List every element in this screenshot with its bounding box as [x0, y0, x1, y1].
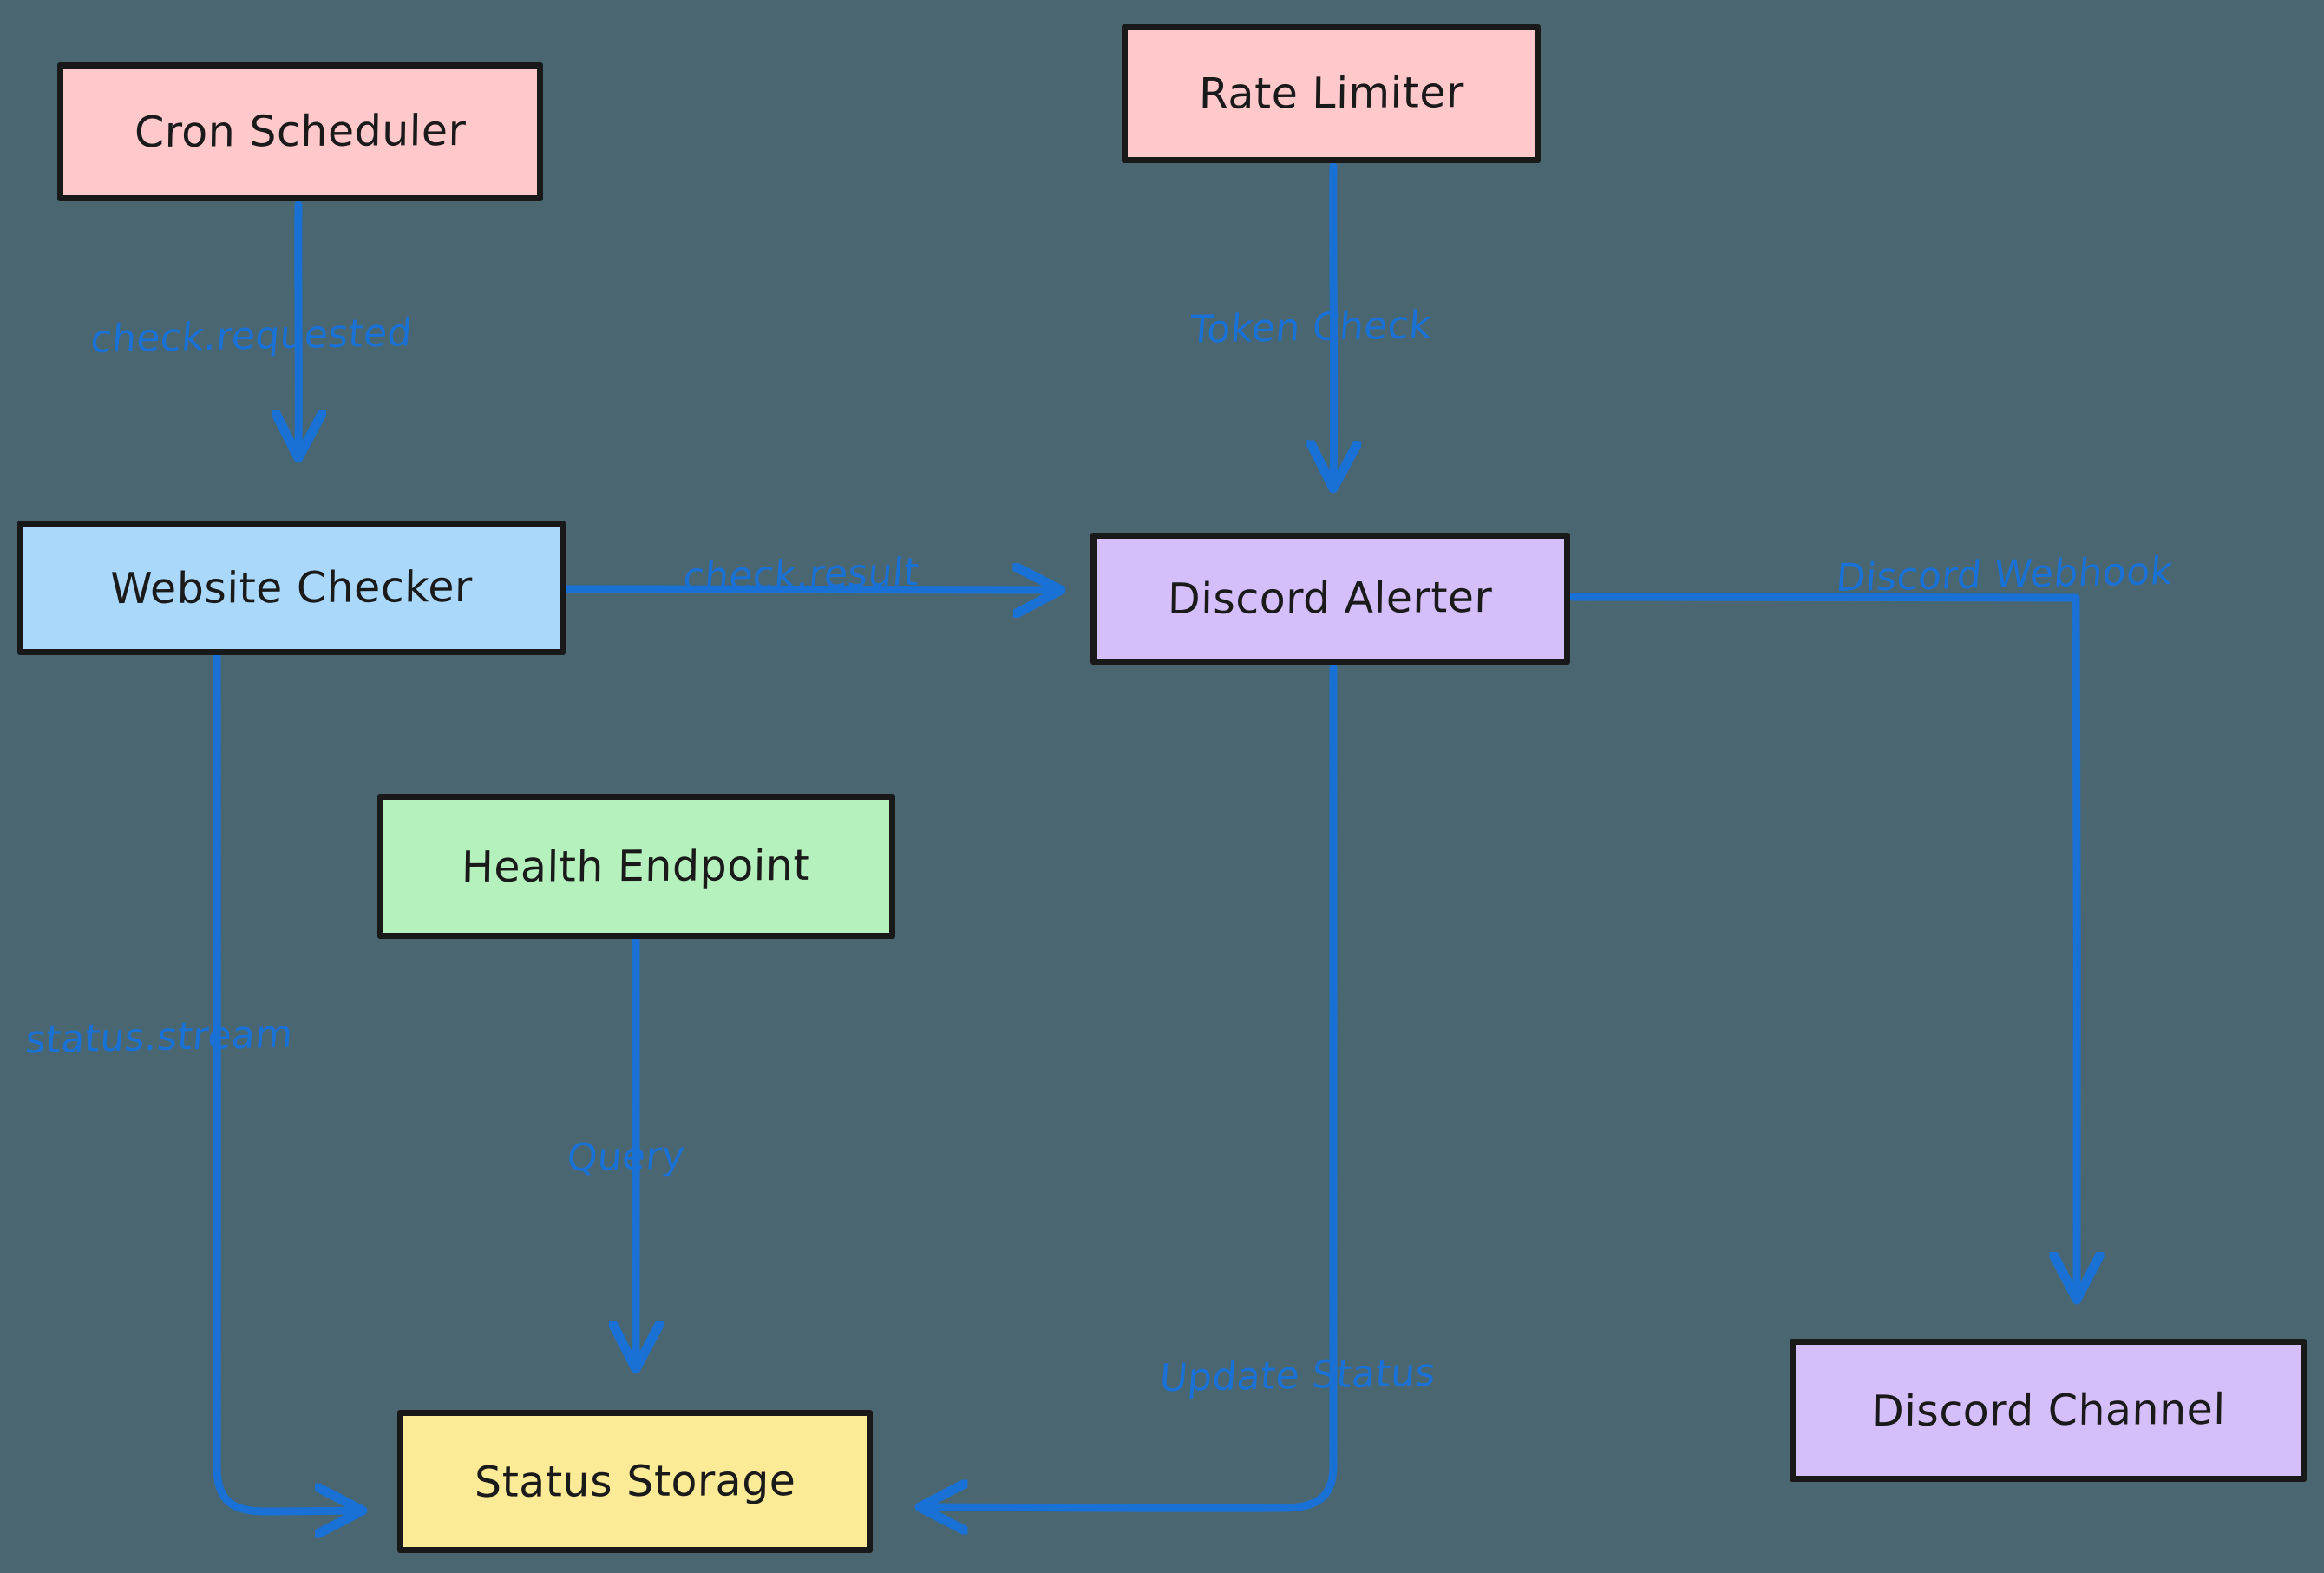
edge-label-token-check: Token Check: [1188, 303, 1434, 352]
node-label-discord-alerter: Discord Alerter: [1167, 573, 1494, 625]
node-cron-scheduler[interactable]: Cron Scheduler: [57, 62, 543, 201]
node-website-checker[interactable]: Website Checker: [17, 521, 566, 655]
edge-label-query: Query: [565, 1133, 687, 1181]
node-label-status-storage: Status Storage: [474, 1455, 796, 1507]
node-label-discord-channel: Discord Channel: [1870, 1384, 2226, 1436]
node-health-endpoint[interactable]: Health Endpoint: [377, 794, 895, 939]
node-discord-channel[interactable]: Discord Channel: [1790, 1339, 2307, 1482]
node-status-storage[interactable]: Status Storage: [397, 1410, 873, 1553]
edge-label-update-status: Update Status: [1157, 1350, 1437, 1401]
edge-label-status-stream: status.stream: [23, 1012, 295, 1063]
node-label-health-endpoint: Health Endpoint: [462, 840, 812, 892]
edge-label-check-result: check.result: [681, 550, 921, 600]
node-label-cron-scheduler: Cron Scheduler: [134, 106, 467, 158]
edge-status-stream: [213, 652, 356, 1511]
node-label-website-checker: Website Checker: [109, 561, 474, 613]
node-label-rate-limiter: Rate Limiter: [1198, 68, 1464, 119]
node-discord-alerter[interactable]: Discord Alerter: [1090, 533, 1570, 665]
edge-label-check-requested: check.requested: [88, 311, 415, 362]
node-rate-limiter[interactable]: Rate Limiter: [1122, 24, 1541, 163]
edge-discord-webhook: [1568, 593, 2077, 1293]
edge-label-discord-webhook: Discord Webhook: [1834, 548, 2175, 601]
